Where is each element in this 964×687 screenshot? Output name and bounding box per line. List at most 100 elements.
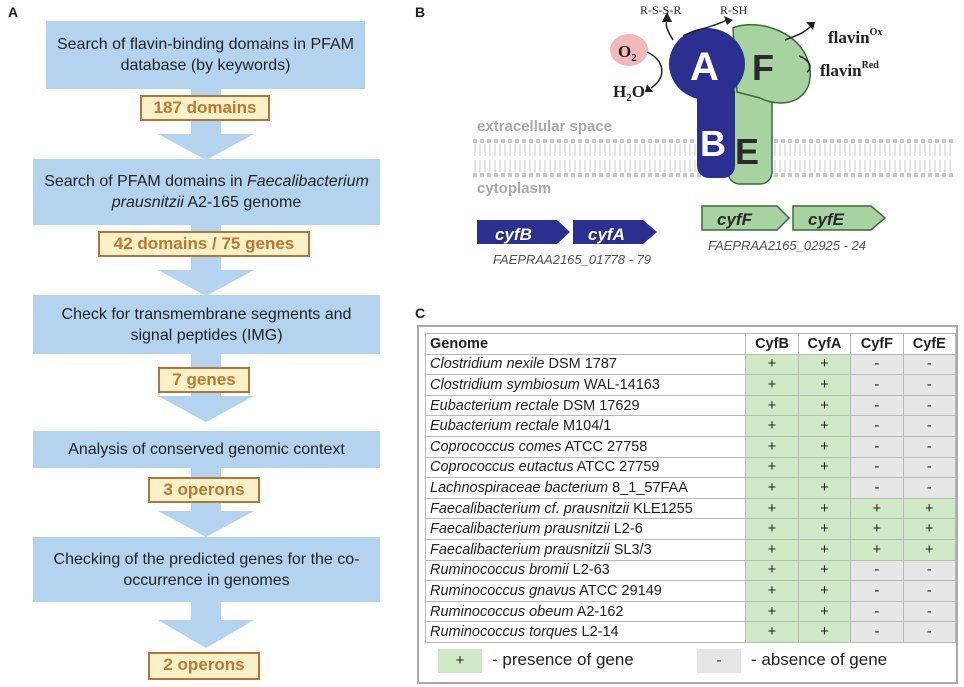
cell-cyfb: + [745, 394, 799, 417]
cell-cyfa: + [797, 600, 852, 623]
table-row: Ruminococcus torques L2-14++-- [424, 621, 957, 643]
cell-cyfe: - [902, 415, 957, 437]
table-row: Clostridium nexile DSM 1787++-- [424, 353, 957, 376]
cell-cyff: - [850, 600, 904, 623]
cell-cyfb: + [745, 518, 799, 540]
strain-name: DSM 1787 [544, 356, 617, 373]
cell-cyfa: + [797, 415, 852, 437]
subunit-f-label: F [752, 47, 774, 88]
flow-step-2-species: Faecalibacterium prausnitzii [111, 173, 369, 211]
table-row: Eubacterium rectale DSM 17629++-- [424, 394, 957, 417]
species-name: Faecalibacterium prausnitzii [430, 541, 610, 558]
gene-cyfe-label: cyfE [808, 210, 845, 229]
panel-label-a: A [8, 4, 19, 20]
cell-cyfa: + [797, 580, 852, 602]
flow-result-1: 187 domains [140, 95, 270, 121]
rsh-label: R-SH [720, 3, 748, 17]
cell-cyfa: + [797, 621, 852, 643]
cell-cyff: - [850, 580, 904, 602]
legend-present-label: - presence of gene [492, 650, 634, 669]
gene-cyff-label: cyfF [717, 210, 753, 229]
table-row: Ruminococcus gnavus ATCC 29149++-- [424, 580, 957, 602]
header-cyfa: CyfA [797, 333, 852, 355]
gene-arrow-cyff [701, 205, 791, 231]
species-name: Lachnospiraceae bacterium [430, 479, 609, 496]
cell-cyfe: - [902, 600, 957, 623]
cell-cyfe: - [902, 477, 957, 499]
genome-name: Coprococcus eutactus ATCC 27759 [424, 456, 747, 479]
cell-cyfa: + [797, 435, 852, 458]
strain-name: L2-63 [568, 562, 610, 579]
flow-step-2: Search of PFAM domains in Faecalibacteri… [33, 159, 380, 225]
cell-cyfb: + [745, 353, 799, 376]
genome-name: Clostridium symbiosum WAL-14163 [424, 374, 747, 396]
table-row: Ruminococcus obeum A2-162++-- [424, 600, 957, 623]
cell-cyfe: + [902, 497, 957, 520]
cyf-complex-diagram: extracellular space cytoplasm A F B E O2… [473, 3, 955, 267]
strain-name: 8_1_57FAA [608, 479, 688, 496]
species-name: Coprococcus eutactus [430, 459, 574, 476]
genome-name: Eubacterium rectale DSM 17629 [424, 394, 747, 417]
cell-cyff: - [850, 456, 904, 479]
cell-cyfb: + [745, 456, 799, 479]
cell-cyff: - [850, 394, 904, 417]
gene-cyfb-label: cyfB [495, 225, 532, 244]
genome-name: Eubacterium rectale M104/1 [424, 415, 747, 437]
species-name: Clostridium symbiosum [430, 376, 580, 393]
flow-step-4: Analysis of conserved genomic context [33, 431, 380, 468]
cell-cyfe: - [902, 559, 957, 582]
cell-cyff: - [850, 621, 904, 643]
species-name: Coprococcus comes [430, 438, 562, 455]
strain-name: L2-14 [577, 624, 619, 641]
strain-name: WAL-14163 [579, 376, 660, 393]
cell-cyfb: + [745, 621, 799, 643]
species-name: Faecalibacterium cf. prausnitzii [430, 500, 630, 517]
strain-name: ATCC 27758 [561, 438, 648, 455]
cell-cyfe: - [902, 456, 957, 479]
genome-name: Faecalibacterium prausnitzii SL3/3 [424, 538, 747, 561]
subunit-b-label: B [700, 123, 726, 164]
genome-name: Ruminococcus gnavus ATCC 29149 [424, 580, 747, 602]
cell-cyff: - [850, 435, 904, 458]
gene-cyfa-label: cyfA [588, 225, 625, 244]
species-name: Ruminococcus torques [430, 624, 578, 641]
subunit-e-label: E [735, 131, 759, 172]
flow-result-4: 3 operons [148, 477, 260, 503]
genome-name: Ruminococcus bromii L2-63 [424, 559, 747, 582]
cell-cyfe: + [902, 538, 957, 561]
strain-name: A2-162 [573, 603, 624, 620]
strain-name: L2-6 [609, 521, 643, 538]
cell-cyfe: - [902, 374, 957, 396]
cell-cyfa: + [797, 497, 852, 520]
rssr-label: R-S-S-R [640, 3, 681, 17]
legend-absent-swatch: - [697, 649, 741, 673]
flow-step-1: Search of flavin-binding domains in PFAM… [46, 21, 365, 89]
flavin-ox-label: flavinOx [828, 27, 882, 47]
flow-step-5: Checking of the predicted genes for the … [33, 537, 380, 602]
genome-table: Genome CyfB CyfA CyfF CyfE Clostridium n… [424, 333, 957, 643]
subunit-b-body [697, 80, 735, 178]
species-name: Faecalibacterium prausnitzii [430, 521, 610, 538]
cell-cyff: + [850, 518, 904, 540]
cytoplasm-label: cytoplasm [477, 180, 551, 197]
cell-cyfa: + [797, 374, 852, 396]
strain-name: SL3/3 [609, 541, 652, 558]
species-name: Eubacterium rectale [430, 418, 559, 435]
cell-cyfa: + [797, 456, 852, 479]
table-row: Ruminococcus bromii L2-63++-- [424, 559, 957, 582]
header-cyff: CyfF [850, 333, 904, 355]
header-genome: Genome [424, 333, 747, 355]
subunit-a-label: A [690, 45, 719, 89]
panel-label-b: B [415, 4, 426, 20]
panel-label-c: C [415, 305, 426, 321]
gene-arrow-cyfb [477, 220, 570, 244]
cell-cyff: - [850, 353, 904, 376]
cell-cyfe: + [902, 518, 957, 540]
table-row: Faecalibacterium prausnitzii SL3/3++++ [424, 538, 957, 561]
cell-cyff: + [850, 538, 904, 561]
locus-tag-1: FAEPRAA2165_01778 - 79 [493, 252, 651, 267]
table-row: Coprococcus eutactus ATCC 27759++-- [424, 456, 957, 479]
header-cyfe: CyfE [902, 333, 957, 355]
species-name: Clostridium nexile [430, 356, 545, 373]
cell-cyfb: + [745, 600, 799, 623]
